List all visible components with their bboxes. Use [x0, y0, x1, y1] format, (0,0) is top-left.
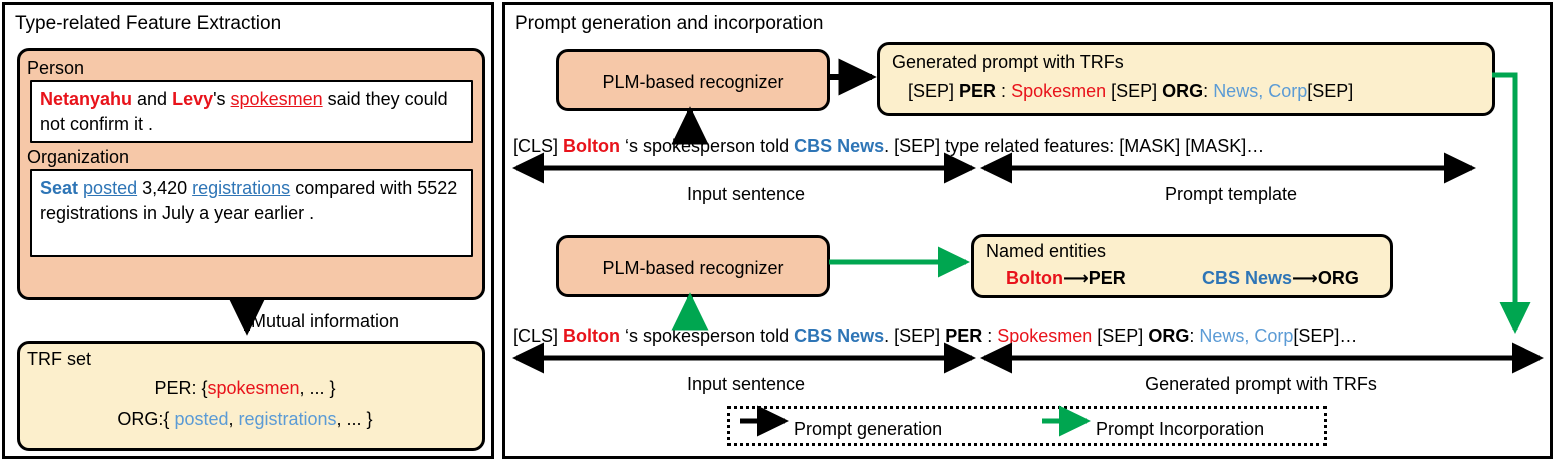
bottom-input-sequence: [CLS] Bolton ‘s spokesperson told CBS Ne… — [513, 325, 1357, 347]
top-prompt-template-text: [SEP] type related features: [MASK] [MAS… — [894, 136, 1265, 156]
trf-org-line: ORG:{ posted, registrations, ... } — [5, 408, 485, 430]
gp-sep3: [SEP] — [1307, 81, 1354, 101]
ne-entity-cbs-news: CBS News — [1202, 268, 1293, 288]
gp-sep2: [SEP] — [1106, 81, 1163, 101]
ne-entity-bolton: Bolton — [1006, 268, 1063, 288]
bp-colon1: : — [982, 326, 998, 346]
person-example-sentence: Netanyahu and Levy's spokesmen said they… — [40, 87, 468, 137]
person-entity-netanyahu: Netanyahu — [40, 89, 133, 109]
person-sentence-part2: and — [132, 89, 173, 109]
top-cls-token: [CLS] — [513, 136, 564, 156]
trf-org-suffix: , ... } — [336, 409, 373, 429]
plm-recognizer-label-top: PLM-based recognizer — [602, 72, 784, 92]
ne-arrow-2: ⟶ — [1292, 268, 1318, 288]
top-seq-period: . — [884, 136, 895, 156]
plm-recognizer-box-top: PLM-based recognizer — [556, 49, 830, 111]
bp-sep3: [SEP]… — [1293, 326, 1358, 346]
bp-org-value: News, Corp — [1199, 326, 1294, 346]
generated-prompt-heading: Generated prompt with TRFs — [892, 52, 1124, 72]
ne-type-per: PER — [1088, 268, 1126, 288]
gp-colon1: : — [996, 81, 1012, 101]
organization-example-sentence: Seat posted 3,420 registrations compared… — [40, 176, 468, 226]
top-input-sequence: [CLS] Bolton ‘s spokesperson told CBS Ne… — [513, 135, 1264, 157]
gp-colon2: : — [1203, 81, 1214, 101]
bottom-entity-cbs-news: CBS News — [794, 326, 885, 346]
bottom-entity-bolton: Bolton — [563, 326, 621, 346]
org-feature-registrations: registrations — [192, 178, 291, 198]
ne-type-org: ORG — [1317, 268, 1359, 288]
trf-org-prefix: ORG:{ — [117, 409, 175, 429]
gp-per-tag: PER — [959, 81, 997, 101]
trf-set-box — [17, 341, 485, 451]
person-example-box: Netanyahu and Levy's spokesmen said they… — [30, 80, 473, 143]
named-entities-box: Named entities Bolton⟶PER CBS News⟶ORG — [971, 234, 1393, 298]
legend-box: Prompt generation Prompt Incorporation — [727, 406, 1327, 446]
left-panel-title: Type-related Feature Extraction — [15, 13, 282, 34]
span-label-generated-prompt: Generated prompt with TRFs — [1145, 374, 1377, 394]
generated-prompt-content: [SEP] PER : Spokesmen [SEP] ORG: News, C… — [908, 80, 1353, 102]
person-sentence-part4: 's — [213, 89, 231, 109]
type-related-feature-extraction-panel: Type-related Feature Extraction Person N… — [2, 2, 494, 459]
bp-per-value: Spokesmen — [997, 326, 1093, 346]
right-panel-title: Prompt generation and incorporation — [515, 13, 824, 34]
top-seq-mid: ‘s spokesperson told — [620, 136, 795, 156]
trf-org-mid: , — [228, 409, 239, 429]
organization-type-label: Organization — [27, 147, 130, 167]
bp-sep2: [SEP] — [1092, 326, 1149, 346]
person-type-label: Person — [27, 58, 85, 78]
bp-sep1: [SEP] — [894, 326, 946, 346]
generated-prompt-box: Generated prompt with TRFs [SEP] PER : S… — [877, 42, 1495, 116]
gp-org-tag: ORG — [1162, 81, 1204, 101]
plm-recognizer-label-bottom: PLM-based recognizer — [602, 258, 784, 278]
trf-org-feature1: posted — [174, 409, 229, 429]
bp-per-tag: PER — [945, 326, 983, 346]
person-feature-spokesmen: spokesmen — [230, 89, 323, 109]
legend-label-prompt-generation: Prompt generation — [794, 419, 943, 439]
plm-recognizer-box-bottom: PLM-based recognizer — [556, 235, 830, 297]
ne-arrow-1: ⟶ — [1062, 268, 1089, 288]
gp-per-value: Spokesmen — [1011, 81, 1107, 101]
top-entity-cbs-news: CBS News — [794, 136, 885, 156]
bottom-cls-token: [CLS] — [513, 326, 564, 346]
trf-per-line: PER: {spokesmen, ... } — [5, 377, 485, 399]
bottom-seq-period: . — [884, 326, 895, 346]
prompt-generation-incorporation-panel: Prompt generation and incorporation PLM-… — [502, 2, 1553, 459]
org-sentence-part4: 3,420 — [137, 178, 193, 198]
org-feature-posted: posted — [83, 178, 138, 198]
trf-set-label: TRF set — [27, 349, 92, 369]
bottom-seq-mid: ‘s spokesperson told — [620, 326, 795, 346]
person-entity-levy: Levy — [172, 89, 214, 109]
bp-colon2: : — [1189, 326, 1200, 346]
organization-example-box: Seat posted 3,420 registrations compared… — [30, 169, 473, 257]
named-entity-mapping-1: Bolton⟶PER — [1006, 267, 1126, 289]
bp-org-tag: ORG — [1148, 326, 1190, 346]
trf-per-feature: spokesmen — [207, 378, 300, 398]
named-entities-heading: Named entities — [986, 241, 1107, 261]
named-entity-mapping-2: CBS News⟶ORG — [1202, 267, 1359, 289]
org-sentence-part6: compared with 5522 registrations in July… — [40, 178, 458, 223]
gp-org-value: News, Corp — [1213, 81, 1308, 101]
span-label-input-sentence-bottom: Input sentence — [686, 374, 806, 394]
legend-label-prompt-incorporation: Prompt Incorporation — [1096, 419, 1265, 439]
person-sentence-part6: said they could not confirm it . — [40, 89, 448, 134]
trf-per-suffix: , ... } — [299, 378, 336, 398]
trf-org-feature2: registrations — [238, 409, 337, 429]
gp-sep1: [SEP] — [908, 81, 960, 101]
trf-per-prefix: PER: { — [154, 378, 208, 398]
span-label-prompt-template: Prompt template — [1164, 184, 1298, 204]
top-entity-bolton: Bolton — [563, 136, 621, 156]
span-label-input-sentence-top: Input sentence — [686, 184, 806, 204]
mutual-information-label: Mutual information — [251, 311, 400, 331]
org-entity-seat: Seat — [40, 178, 79, 198]
